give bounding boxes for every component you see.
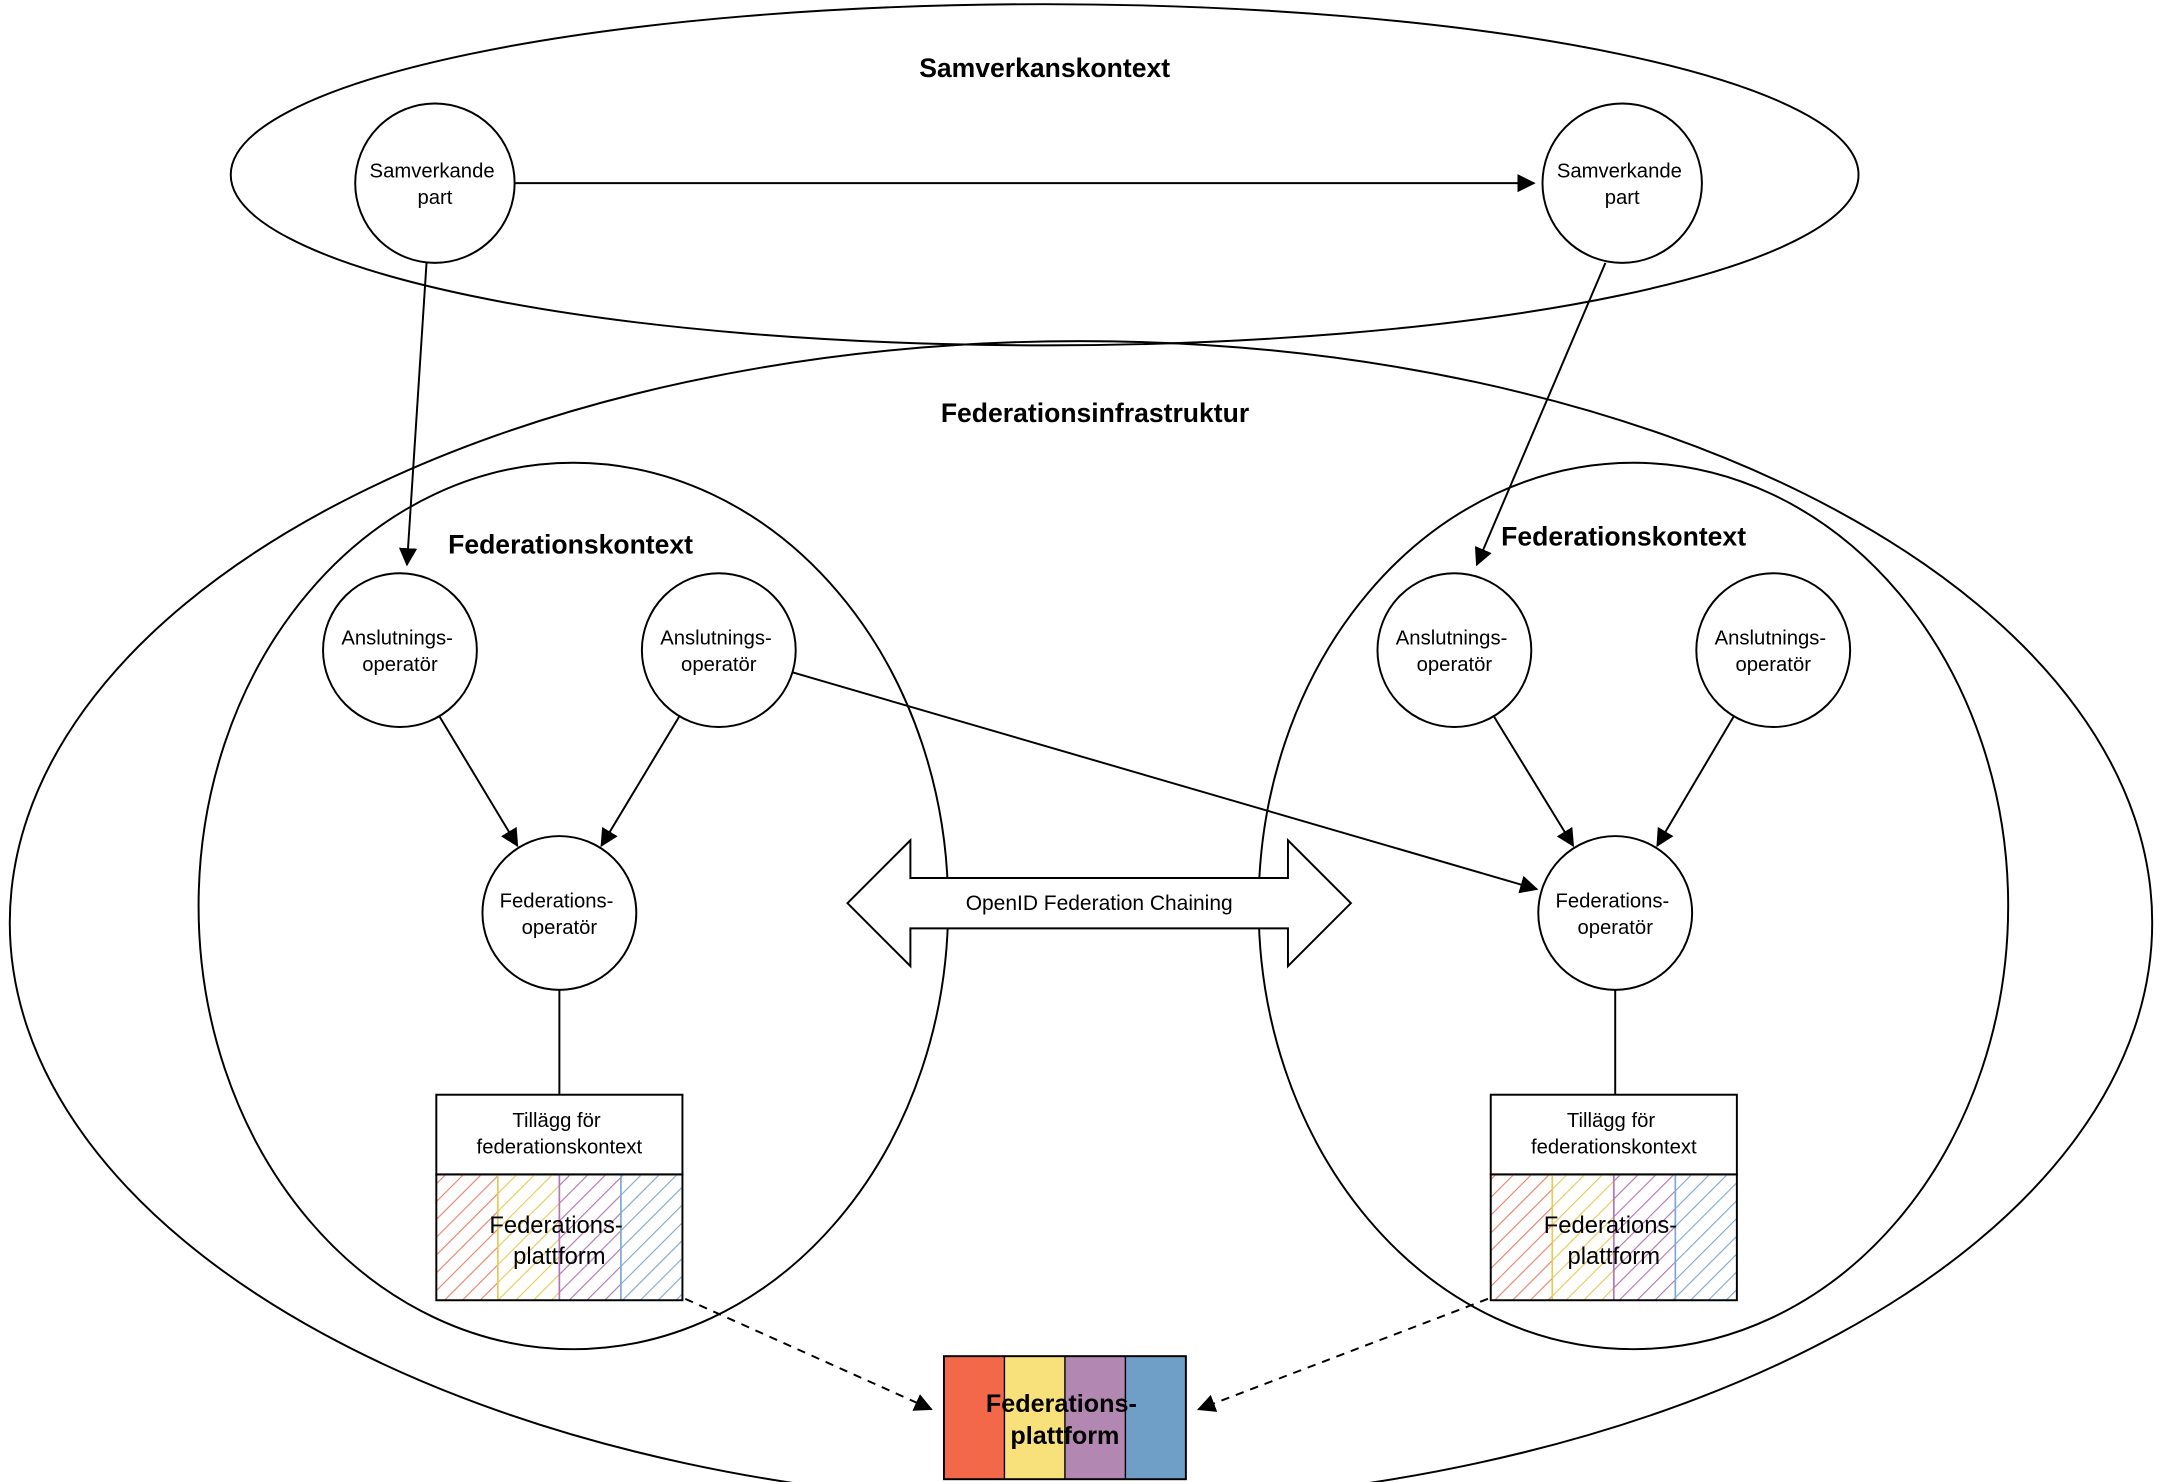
left-anslutning2-line2: operatör (681, 654, 757, 676)
central-plattform-line1: Federations- (986, 1390, 1137, 1418)
right-party-label-line1: Samverkande (1557, 161, 1682, 183)
openid-chaining-double-arrow (846, 837, 1353, 969)
right-fedoperator-line2: operatör (1577, 917, 1653, 939)
openid-chaining-label: OpenID Federation Chaining (966, 892, 1233, 915)
left-fedoperator-circle (481, 835, 638, 991)
right-tillagg-box (1489, 1093, 1738, 1176)
right-fedoperator-line1: Federations- (1555, 890, 1669, 912)
right-anslutning2-circle (1695, 572, 1852, 728)
right-plattform-cell-yellow (1552, 1174, 1614, 1301)
arrow-right-anslutning2-to-fedoperator (1656, 715, 1735, 848)
central-plattform-cell-yellow (1004, 1356, 1065, 1480)
central-plattform-outline (942, 1355, 1187, 1481)
central-plattform-cell-blue (1125, 1356, 1186, 1480)
right-tillagg-line2: federationskontext (1531, 1136, 1697, 1158)
federationskontext-left-title: Federationskontext (448, 530, 693, 560)
right-plattform-line2: plattform (1568, 1243, 1660, 1270)
central-plattform-cell-purple (1064, 1356, 1126, 1480)
left-fedoperator-label: Federations- operatör (500, 890, 619, 939)
arrow-left-anslutning1-to-fedoperator (438, 715, 519, 848)
left-anslutning2-circle (640, 572, 797, 728)
right-plattform-cell-red (1490, 1174, 1553, 1301)
right-tillagg-line1: Tillägg för (1567, 1110, 1655, 1132)
left-party-label: Samverkande part (370, 161, 501, 210)
left-fedoperator-line2: operatör (522, 917, 598, 939)
right-anslutning1-label: Anslutnings- operatör (1396, 628, 1513, 677)
arrow-right-party-to-right-context (1474, 262, 1607, 567)
right-anslutning2-line1: Anslutnings- (1715, 628, 1827, 650)
right-anslutning2-line2: operatör (1735, 654, 1811, 676)
federationsinfrastruktur-title: Federationsinfrastruktur (941, 398, 1249, 428)
left-plattform-line2: plattform (513, 1243, 605, 1270)
left-tillagg-line1: Tillägg för (512, 1110, 600, 1132)
right-plattform-box: Federations- plattform (1489, 1173, 1738, 1302)
left-anslutning2-line1: Anslutnings- (660, 628, 772, 650)
left-plattform-cell-red (436, 1174, 498, 1301)
left-anslutning1-line1: Anslutnings- (341, 628, 453, 650)
left-plattform-cell-purple (559, 1174, 621, 1301)
right-party-label: Samverkande part (1557, 161, 1688, 210)
central-plattform-line2: plattform (1010, 1422, 1119, 1450)
right-anslutning2-label: Anslutnings- operatör (1715, 628, 1832, 677)
right-party-circle (1541, 102, 1703, 264)
right-anslutning1-line2: operatör (1417, 654, 1493, 676)
right-anslutning1-line1: Anslutnings- (1396, 628, 1508, 650)
left-tillagg-box (435, 1093, 684, 1176)
right-fedoperator-circle (1537, 835, 1694, 991)
federationsinfrastruktur-ellipse (9, 340, 2153, 1482)
left-anslutning1-circle (322, 572, 478, 728)
left-anslutning1-line2: operatör (362, 654, 438, 676)
left-tillagg-line2: federationskontext (477, 1136, 643, 1158)
right-tillagg-label: Tillägg för federationskontext (1531, 1110, 1697, 1159)
left-plattform-label: Federations- plattform (489, 1212, 629, 1270)
left-plattform-cell-yellow (497, 1174, 560, 1301)
central-plattform-box: Federations- plattform (942, 1355, 1187, 1481)
left-fedoperator-line1: Federations- (500, 890, 614, 912)
right-plattform-outline (1489, 1173, 1738, 1302)
dashed-arrow-right-plattform-to-central (1197, 1297, 1489, 1412)
samverkanskontext-title: Samverkanskontext (919, 53, 1170, 83)
left-party-circle (354, 102, 516, 264)
arrow-left-party-to-left-context (398, 262, 428, 567)
right-plattform-cell-blue (1675, 1174, 1737, 1301)
arrow-left-anslutning2-to-fedoperator (600, 715, 681, 848)
left-plattform-box: Federations- plattform (435, 1173, 684, 1302)
arrow-left-anslutning-to-right-fedoperator (792, 671, 1539, 894)
arrow-right-anslutning1-to-fedoperator (1492, 715, 1575, 848)
right-plattform-label: Federations- plattform (1544, 1212, 1684, 1270)
right-fedoperator-label: Federations- operatör (1555, 890, 1674, 939)
right-plattform-cell-purple (1613, 1174, 1676, 1301)
samverkanskontext-ellipse (229, 3, 1860, 347)
left-plattform-line1: Federations- (489, 1212, 622, 1239)
federationskontext-right-title: Federationskontext (1501, 521, 1746, 551)
left-anslutning1-label: Anslutnings- operatör (341, 628, 458, 677)
left-anslutning2-label: Anslutnings- operatör (660, 628, 777, 677)
right-plattform-line1: Federations- (1544, 1212, 1677, 1239)
dashed-arrow-left-plattform-to-central (684, 1297, 933, 1411)
central-plattform-cell-red (943, 1356, 1005, 1480)
left-party-label-line1: Samverkande (370, 161, 495, 183)
left-plattform-outline (435, 1173, 684, 1302)
left-party-label-line2: part (417, 187, 452, 209)
right-anslutning1-circle (1376, 572, 1533, 728)
left-plattform-cell-blue (620, 1174, 683, 1301)
right-party-label-line2: part (1605, 187, 1640, 209)
central-plattform-label: Federations- plattform (986, 1390, 1144, 1450)
left-tillagg-label: Tillägg för federationskontext (477, 1110, 643, 1159)
